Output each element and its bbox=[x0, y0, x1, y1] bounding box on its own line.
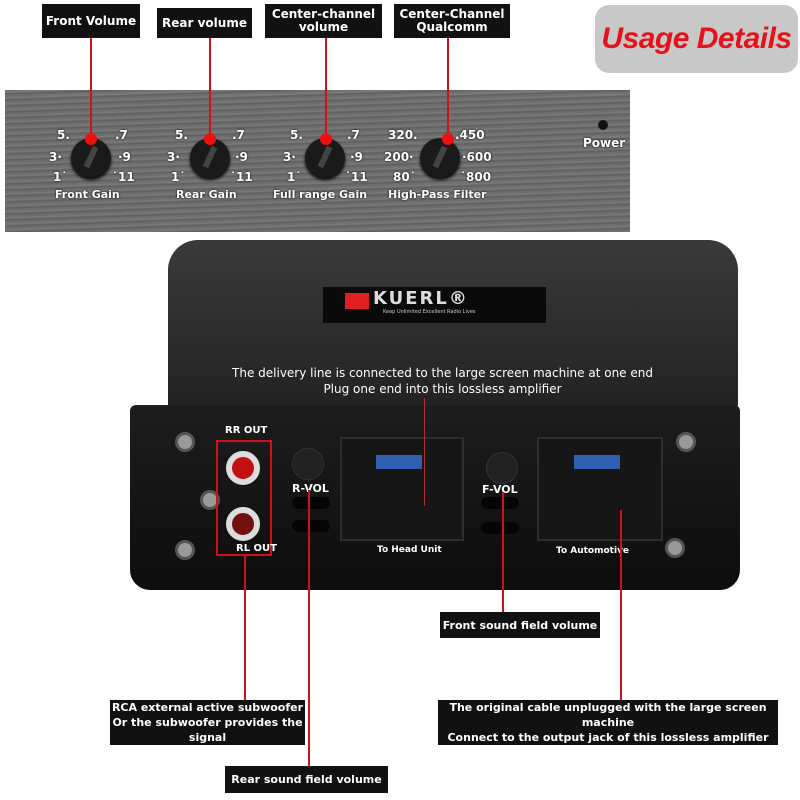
rca-jack-white[interactable] bbox=[226, 507, 260, 541]
knob-scale: 3· bbox=[283, 150, 296, 164]
amplifier-top bbox=[168, 240, 738, 410]
rca-highlight-box bbox=[216, 440, 272, 556]
marker-dot bbox=[442, 133, 454, 145]
label-center-qualcomm: Center-Channel Qualcomm bbox=[394, 4, 510, 38]
knob-scale: ˙11 bbox=[345, 170, 368, 184]
f-vol-label: F-VOL bbox=[482, 483, 518, 496]
knob-scale: ·600 bbox=[462, 150, 492, 164]
knob-scale: 80˙ bbox=[393, 170, 416, 184]
head-unit-connector[interactable] bbox=[340, 437, 464, 541]
screw bbox=[676, 432, 696, 452]
knob-scale: 5. bbox=[57, 128, 70, 142]
knob-scale: .7 bbox=[115, 128, 128, 142]
power-led bbox=[598, 120, 608, 130]
label-center-volume: Center-channel volume bbox=[265, 4, 382, 38]
rear-gain-label: Rear Gain bbox=[176, 188, 237, 201]
usage-details-title: Usage Details bbox=[595, 5, 798, 73]
pointer-line bbox=[424, 398, 425, 506]
front-sound-annotation: Front sound field volume bbox=[440, 612, 600, 638]
fuse bbox=[376, 455, 422, 469]
knob-scale: 3· bbox=[167, 150, 180, 164]
rear-sound-annotation: Rear sound field volume bbox=[225, 766, 388, 793]
knob-scale: 5. bbox=[175, 128, 188, 142]
rca-annotation: RCA external active subwoofer Or the sub… bbox=[110, 700, 305, 745]
label-front-volume: Front Volume bbox=[42, 4, 140, 38]
pointer-line bbox=[90, 38, 92, 138]
pointer-line bbox=[308, 490, 310, 766]
pointer-line bbox=[447, 38, 449, 138]
delivery-note-line1: The delivery line is connected to the la… bbox=[232, 366, 653, 380]
knob-scale: .450 bbox=[455, 128, 485, 142]
front-gain-label: Front Gain bbox=[55, 188, 120, 201]
delivery-note-line2: Plug one end into this lossless amplifie… bbox=[323, 382, 562, 396]
original-cable-annotation: The original cable unplugged with the la… bbox=[438, 700, 778, 745]
marker-dot bbox=[204, 133, 216, 145]
slot bbox=[292, 520, 330, 532]
knob-scale: 1˙ bbox=[171, 170, 186, 184]
knob-scale: 3· bbox=[49, 150, 62, 164]
knob-scale: 1˙ bbox=[287, 170, 302, 184]
full-range-gain-label: Full range Gain bbox=[273, 188, 368, 201]
knob-scale: ˙11 bbox=[112, 170, 135, 184]
screw bbox=[175, 432, 195, 452]
screw bbox=[665, 538, 685, 558]
rca-jack-red[interactable] bbox=[226, 451, 260, 485]
pointer-line bbox=[325, 38, 327, 138]
knob-scale: 1˙ bbox=[53, 170, 68, 184]
brand-plate: KUERL® Keep Unlimited Excellent Radio Li… bbox=[323, 287, 546, 323]
original-cable-line2: Connect to the output jack of this lossl… bbox=[447, 731, 769, 744]
knob-scale: ·9 bbox=[350, 150, 363, 164]
rca-annotation-line2: Or the subwoofer provides the signal bbox=[112, 716, 303, 744]
automotive-connector[interactable] bbox=[537, 437, 663, 541]
knob-scale: ·9 bbox=[118, 150, 131, 164]
slot bbox=[481, 522, 519, 534]
rl-out-label: RL OUT bbox=[236, 543, 277, 554]
slot bbox=[292, 497, 330, 509]
pointer-line bbox=[209, 38, 211, 138]
brand-tagline: Keep Unlimited Excellent Radio Lives bbox=[383, 309, 476, 315]
pointer-line bbox=[244, 556, 246, 701]
pointer-line bbox=[620, 510, 622, 700]
knob-scale: ·9 bbox=[235, 150, 248, 164]
power-label: Power bbox=[583, 136, 626, 150]
knob-scale: 320. bbox=[388, 128, 418, 142]
to-head-unit-label: To Head Unit bbox=[377, 545, 442, 555]
marker-dot bbox=[320, 133, 332, 145]
brand-name: KUERL® bbox=[373, 288, 469, 309]
knob-scale: .7 bbox=[347, 128, 360, 142]
original-cable-line1: The original cable unplugged with the la… bbox=[449, 701, 767, 729]
knob-scale: ˙800 bbox=[460, 170, 492, 184]
slot bbox=[481, 497, 519, 509]
brand-logo-icon bbox=[345, 293, 369, 309]
rr-out-label: RR OUT bbox=[225, 425, 268, 436]
marker-dot bbox=[85, 133, 97, 145]
f-vol-knob[interactable] bbox=[486, 452, 518, 484]
rca-annotation-line1: RCA external active subwoofer bbox=[111, 701, 304, 714]
label-rear-volume: Rear volume bbox=[157, 8, 252, 38]
knob-scale: 200· bbox=[384, 150, 414, 164]
screw bbox=[200, 490, 220, 510]
knob-scale: ˙11 bbox=[230, 170, 253, 184]
fuse bbox=[574, 455, 620, 469]
pointer-line bbox=[502, 492, 504, 612]
knob-scale: .7 bbox=[232, 128, 245, 142]
screw bbox=[175, 540, 195, 560]
to-automotive-label: To Automotive bbox=[556, 546, 630, 556]
high-pass-filter-knob bbox=[420, 138, 460, 178]
r-vol-knob[interactable] bbox=[292, 448, 324, 480]
knob-scale: 5. bbox=[290, 128, 303, 142]
r-vol-label: R-VOL bbox=[292, 482, 329, 495]
high-pass-filter-label: High-Pass Filter bbox=[388, 188, 487, 201]
